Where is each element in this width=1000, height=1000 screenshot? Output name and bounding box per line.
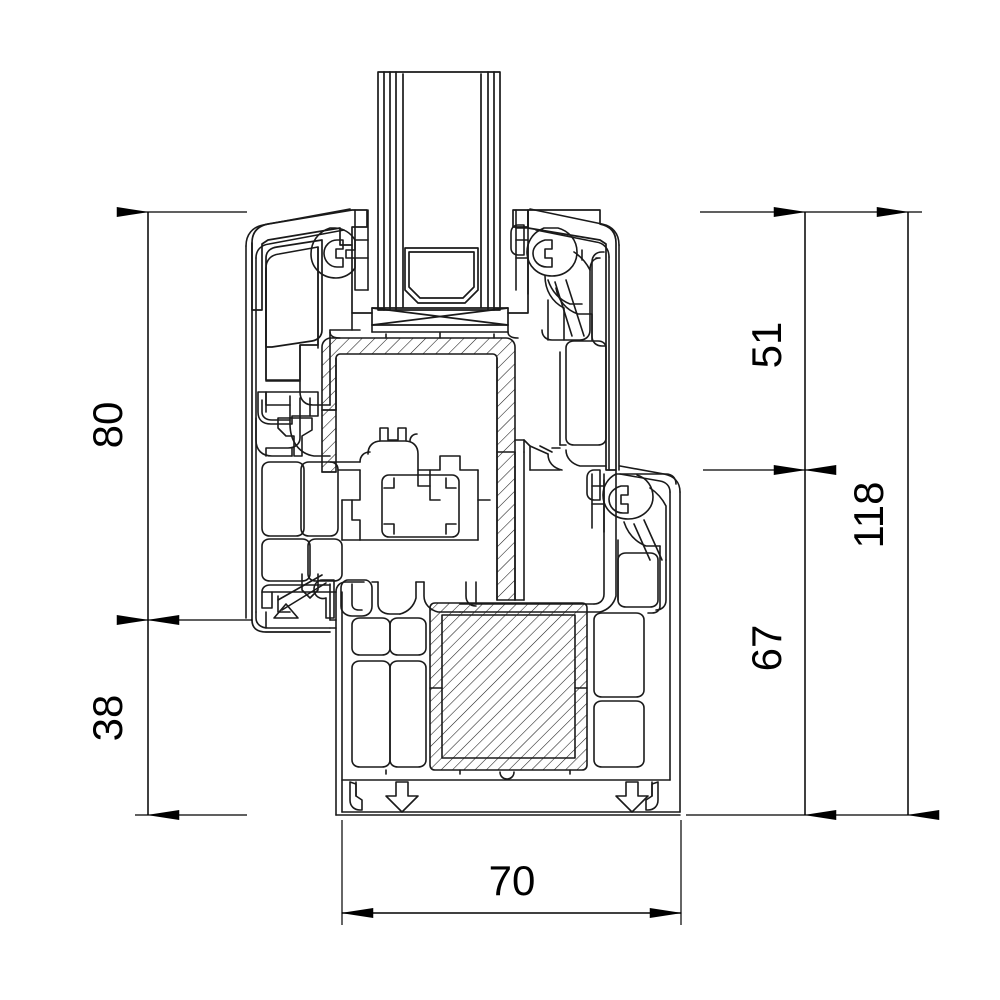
dimension-67-label: 67: [743, 625, 790, 672]
extension-lines-left: [135, 211, 252, 816]
dimension-118: 118: [845, 207, 940, 820]
steel-reinforcement-frame: [429, 602, 588, 771]
dimension-70: 70: [340, 820, 683, 925]
glazing-unit: [377, 71, 501, 311]
dimension-38-label: 38: [84, 695, 131, 742]
profile-geometry: [251, 71, 617, 633]
dimension-80-label: 80: [84, 402, 131, 449]
dimension-118-label: 118: [845, 482, 892, 549]
outer-frame-profile-lower: [335, 465, 681, 816]
dimension-70-label: 70: [489, 857, 536, 904]
dimension-67: 67: [743, 465, 837, 820]
centre-interlock: [329, 427, 491, 541]
dimension-38: 38: [84, 615, 180, 820]
sill-drainage-wedge: [255, 573, 335, 629]
hardware-groove-left: [310, 209, 369, 291]
left-chamber-grid: [261, 461, 343, 582]
dimension-51: 51: [743, 207, 837, 475]
anchor-rails: [349, 781, 659, 813]
gasket-middle-left: [255, 391, 331, 457]
right-upper-wing: [496, 208, 620, 601]
steel-reinforcement-sash: [317, 337, 516, 601]
dimension-layer: 80 38 51 67 118: [84, 207, 940, 925]
dimension-51-label: 51: [743, 322, 790, 369]
profile-detail-paths: [245, 208, 681, 816]
dimension-80: 80: [84, 207, 180, 625]
outer-sash-profile: [251, 209, 617, 633]
